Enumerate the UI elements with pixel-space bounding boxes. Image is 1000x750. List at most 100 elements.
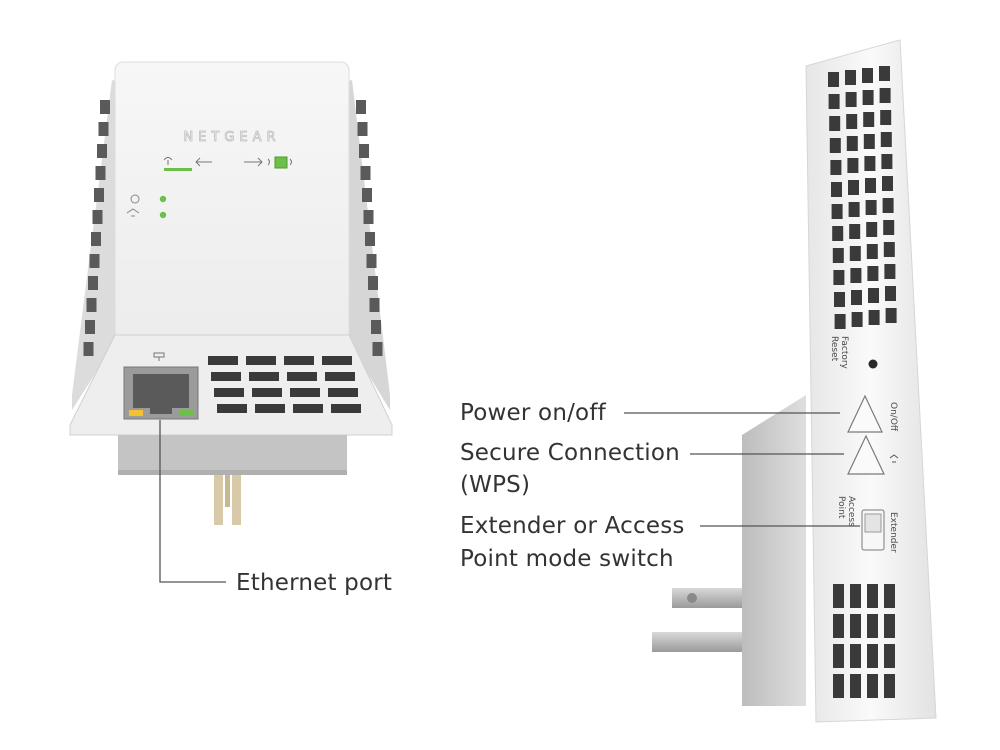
- power-icon: [130, 194, 140, 204]
- vent-slot: [85, 320, 95, 334]
- vent-slot: [830, 160, 842, 175]
- vent-slot: [851, 312, 863, 327]
- extender-label: Extender: [888, 512, 898, 553]
- vent-slot: [883, 242, 895, 257]
- device-link-indicator: [244, 157, 292, 167]
- vent-slot: [849, 246, 861, 261]
- vent-slot: [850, 268, 862, 283]
- vent-slot: [880, 132, 892, 147]
- vent-slot: [866, 244, 878, 259]
- vent-slot: [845, 70, 856, 85]
- vent-slot: [211, 372, 241, 381]
- vent-slot: [884, 614, 895, 638]
- vent-slot: [850, 584, 861, 608]
- vent-slot: [88, 276, 98, 290]
- lan-icon: [153, 352, 165, 361]
- vent-slot: [862, 90, 874, 105]
- vent-slot: [885, 308, 897, 323]
- router-link-led: [164, 168, 192, 171]
- vent-slot: [331, 404, 361, 413]
- front-right-vents: [356, 100, 383, 356]
- vent-slot: [851, 290, 862, 305]
- router-link-indicator: [163, 157, 212, 167]
- vent-slot: [868, 310, 880, 325]
- vent-slot: [879, 66, 890, 81]
- vent-slot: [322, 356, 352, 365]
- vent-slot: [831, 204, 843, 219]
- vent-slot: [884, 644, 895, 668]
- wps-symbol-icon: [889, 454, 899, 463]
- netgear-logo: NETGEAR: [183, 130, 280, 145]
- vent-slot: [883, 220, 895, 235]
- ethernet-port-label: Ethernet port: [236, 570, 393, 596]
- vent-slot: [83, 342, 94, 356]
- vent-slot: [86, 298, 97, 312]
- vent-slot: [356, 100, 366, 114]
- vent-slot: [95, 166, 106, 180]
- front-body: [114, 61, 350, 348]
- on-off-label: On/Off: [888, 402, 898, 432]
- vent-slot: [368, 276, 378, 290]
- vent-slot: [208, 356, 238, 365]
- vent-slot: [862, 68, 873, 83]
- vent-slot: [287, 372, 317, 381]
- vent-slot: [867, 614, 878, 638]
- vent-slot: [867, 584, 878, 608]
- vent-slot: [97, 144, 107, 158]
- vent-slot: [833, 644, 844, 668]
- vent-slot: [848, 180, 859, 195]
- side-prong-bottom: [652, 632, 742, 652]
- mode-switch-knob: [864, 513, 882, 533]
- vent-slot: [864, 156, 876, 171]
- vent-slot: [867, 674, 878, 698]
- vent-slot: [865, 200, 877, 215]
- vent-slot: [863, 112, 875, 127]
- mode-switch-label-line2: Point mode switch: [460, 546, 674, 572]
- vent-slot: [865, 178, 876, 193]
- vent-slot: [359, 144, 369, 158]
- vent-slot: [846, 136, 858, 151]
- vent-slot: [846, 114, 858, 129]
- callout-lines: [159, 412, 860, 583]
- vent-slot: [94, 188, 104, 202]
- wps-led: [159, 211, 167, 219]
- vent-slot: [290, 388, 320, 397]
- vent-slot: [828, 94, 840, 109]
- front-prong-right: [232, 475, 241, 525]
- vent-slot: [884, 584, 895, 608]
- vent-slot: [850, 674, 861, 698]
- factory-reset-hole: [868, 359, 878, 369]
- vent-slot: [252, 388, 282, 397]
- vent-slot: [363, 210, 374, 224]
- vent-slot: [832, 248, 844, 263]
- wps-icon: [126, 208, 140, 217]
- vent-slot: [884, 674, 895, 698]
- vent-slot: [867, 266, 879, 281]
- vent-slot: [866, 222, 878, 237]
- vent-slot: [880, 110, 892, 125]
- vent-slot: [100, 100, 110, 114]
- front-bottom-ledge: [69, 334, 393, 436]
- side-prong-hole: [687, 593, 697, 603]
- vent-slot: [293, 404, 323, 413]
- vent-slot: [371, 320, 381, 334]
- vent-slot: [868, 288, 879, 303]
- vent-slot: [884, 264, 896, 279]
- front-plug-base: [118, 435, 347, 475]
- ethernet-leader: [159, 420, 226, 583]
- vent-slot: [98, 122, 109, 136]
- vent-slot: [366, 254, 377, 268]
- vent-slot: [829, 138, 841, 153]
- vent-slot: [217, 404, 247, 413]
- wps-button: [847, 434, 885, 475]
- vent-slot: [365, 232, 375, 246]
- vent-slot: [882, 176, 893, 191]
- access-point-label: Access Point: [836, 496, 856, 527]
- vent-slot: [328, 388, 358, 397]
- power-led: [159, 195, 167, 203]
- vent-slot: [372, 342, 383, 356]
- vent-slot: [882, 198, 894, 213]
- front-plug-base-shadow: [118, 470, 347, 475]
- mode-switch-label-line1: Extender or Access: [460, 513, 685, 539]
- ethernet-socket-tab: [150, 406, 172, 414]
